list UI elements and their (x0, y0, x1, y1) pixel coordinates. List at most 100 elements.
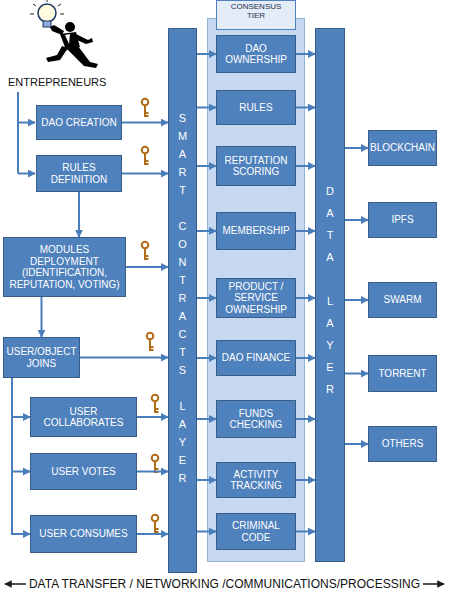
process-box: REPUTATION SCORING (216, 146, 296, 186)
box-label: FUNDS CHECKING (218, 408, 294, 431)
box-label: PRODUCT / SERVICE OWNERSHIP (218, 281, 294, 316)
box-label: OTHERS (382, 438, 424, 450)
label-row: DATA TRANSFER / NETWORKING /COMMUNICATIO… (0, 577, 449, 591)
box-label: IPFS (391, 214, 413, 226)
connector-arrow (345, 373, 368, 375)
connector-arrow (12, 378, 30, 534)
box-label: DATA LAYER (324, 185, 336, 405)
connector-arrow (197, 531, 216, 533)
figure-arm (76, 34, 93, 44)
connector-arrow (12, 378, 30, 417)
connector-arrow (296, 479, 315, 481)
process-box: PRODUCT / SERVICE OWNERSHIP (216, 278, 296, 318)
figure-leg (66, 46, 98, 68)
label-row: ENTREPRENEURS (8, 75, 106, 89)
connector-arrow (345, 299, 368, 301)
process-box: USER/OBJECT JOINS (3, 337, 80, 378)
box-label: REPUTATION SCORING (218, 155, 294, 178)
connector-arrow (345, 147, 368, 149)
connector-arrow (296, 230, 315, 232)
connector-arrow (197, 357, 216, 359)
process-box: RULES (216, 90, 296, 125)
connector-arrow (80, 357, 168, 359)
connector-arrow (126, 266, 168, 268)
process-box: RULES DEFINITION (36, 155, 122, 192)
connector-arrow (12, 378, 30, 472)
light-ray (58, 4, 61, 6)
connector-arrow (345, 443, 368, 445)
key-icon (152, 455, 159, 473)
process-box: DAO OWNERSHIP (216, 35, 296, 73)
connector-arrow (296, 531, 315, 533)
box-label: TORRENT (378, 368, 426, 380)
tier-group: CONSENSUS TIER DAO OWNERSHIP RULES REPUTATI… (207, 0, 305, 562)
connector-arrow (197, 53, 216, 55)
box-label: DAO CREATION (41, 117, 116, 129)
light-ray (47, 0, 48, 2)
leader-arrow (18, 173, 35, 175)
connector-arrow (296, 418, 315, 420)
process-box: IPFS (368, 202, 437, 238)
connector-arrow (197, 165, 216, 167)
connector-arrow (122, 173, 168, 175)
process-box: TORRENT (368, 355, 437, 392)
process-box: ACTIVITY TRACKING (216, 462, 296, 498)
process-box: BLOCKCHAIN (368, 130, 437, 166)
connector-arrow (137, 416, 168, 418)
connector-arrow (296, 297, 315, 299)
box-label: USER CONSUMES (39, 528, 127, 540)
connector-arrow (137, 471, 168, 473)
key-icon (152, 515, 159, 533)
leader-line (17, 92, 19, 174)
text-label: DATA TRANSFER / NETWORKING /COMMUNICATIO… (26, 577, 423, 591)
process-box: DAO CREATION (36, 105, 122, 140)
box-label: SWARM (384, 294, 422, 306)
light-ray (60, 14, 64, 15)
key-icon (142, 242, 149, 260)
box-label: RULES (239, 102, 272, 114)
connector-arrow (296, 357, 315, 359)
connector-arrow (197, 230, 216, 232)
process-box: USER COLLABORATES (30, 397, 137, 437)
connector-arrow (78, 192, 80, 237)
text-label: ENTREPRENEURS (8, 76, 106, 88)
box-label: USER COLLABORATES (32, 406, 135, 429)
box-label: DAO OWNERSHIP (218, 43, 294, 66)
process-box: CRIMINAL CODE (216, 513, 296, 550)
light-ray (30, 14, 34, 15)
bulb-base (43, 21, 51, 27)
light-ray (33, 4, 36, 6)
key-icon (147, 333, 154, 351)
entrepreneur-icon (30, 0, 98, 68)
figure-shirt (65, 34, 70, 44)
process-box: USER CONSUMES (30, 515, 137, 553)
box-label: RULES DEFINITION (38, 162, 120, 185)
box-label: ACTIVITY TRACKING (218, 469, 294, 492)
tier-tab: CONSENSUS TIER (216, 0, 296, 30)
connector-arrow (197, 418, 216, 420)
box-label: CRIMINAL CODE (218, 520, 294, 543)
figure-arm (50, 25, 64, 35)
box-label: BLOCKCHAIN (370, 142, 435, 154)
process-box: DAO FINANCE (216, 340, 296, 376)
process-box: OTHERS (368, 426, 437, 462)
connector-arrow (296, 53, 315, 55)
connector-arrow (197, 479, 216, 481)
connector-arrow (296, 165, 315, 167)
connector-arrow (41, 297, 43, 337)
process-box: FUNDS CHECKING (216, 400, 296, 438)
key-icon (142, 147, 149, 165)
box-label: MEMBERSHIP (222, 225, 289, 237)
key-icon (142, 99, 149, 117)
layer-bar: SMART CONTRACTS LAYER (168, 28, 197, 573)
connector-arrow (345, 219, 368, 221)
connector-arrow (197, 107, 216, 109)
connector-arrow (122, 122, 168, 124)
box-label: USER VOTES (51, 466, 115, 478)
figure-leg (46, 46, 68, 62)
process-box: MODULES DEPLOYMENT (IDENTIFICATION, REPU… (3, 237, 126, 297)
process-box: USER VOTES (30, 453, 137, 490)
figure-head (65, 22, 75, 32)
